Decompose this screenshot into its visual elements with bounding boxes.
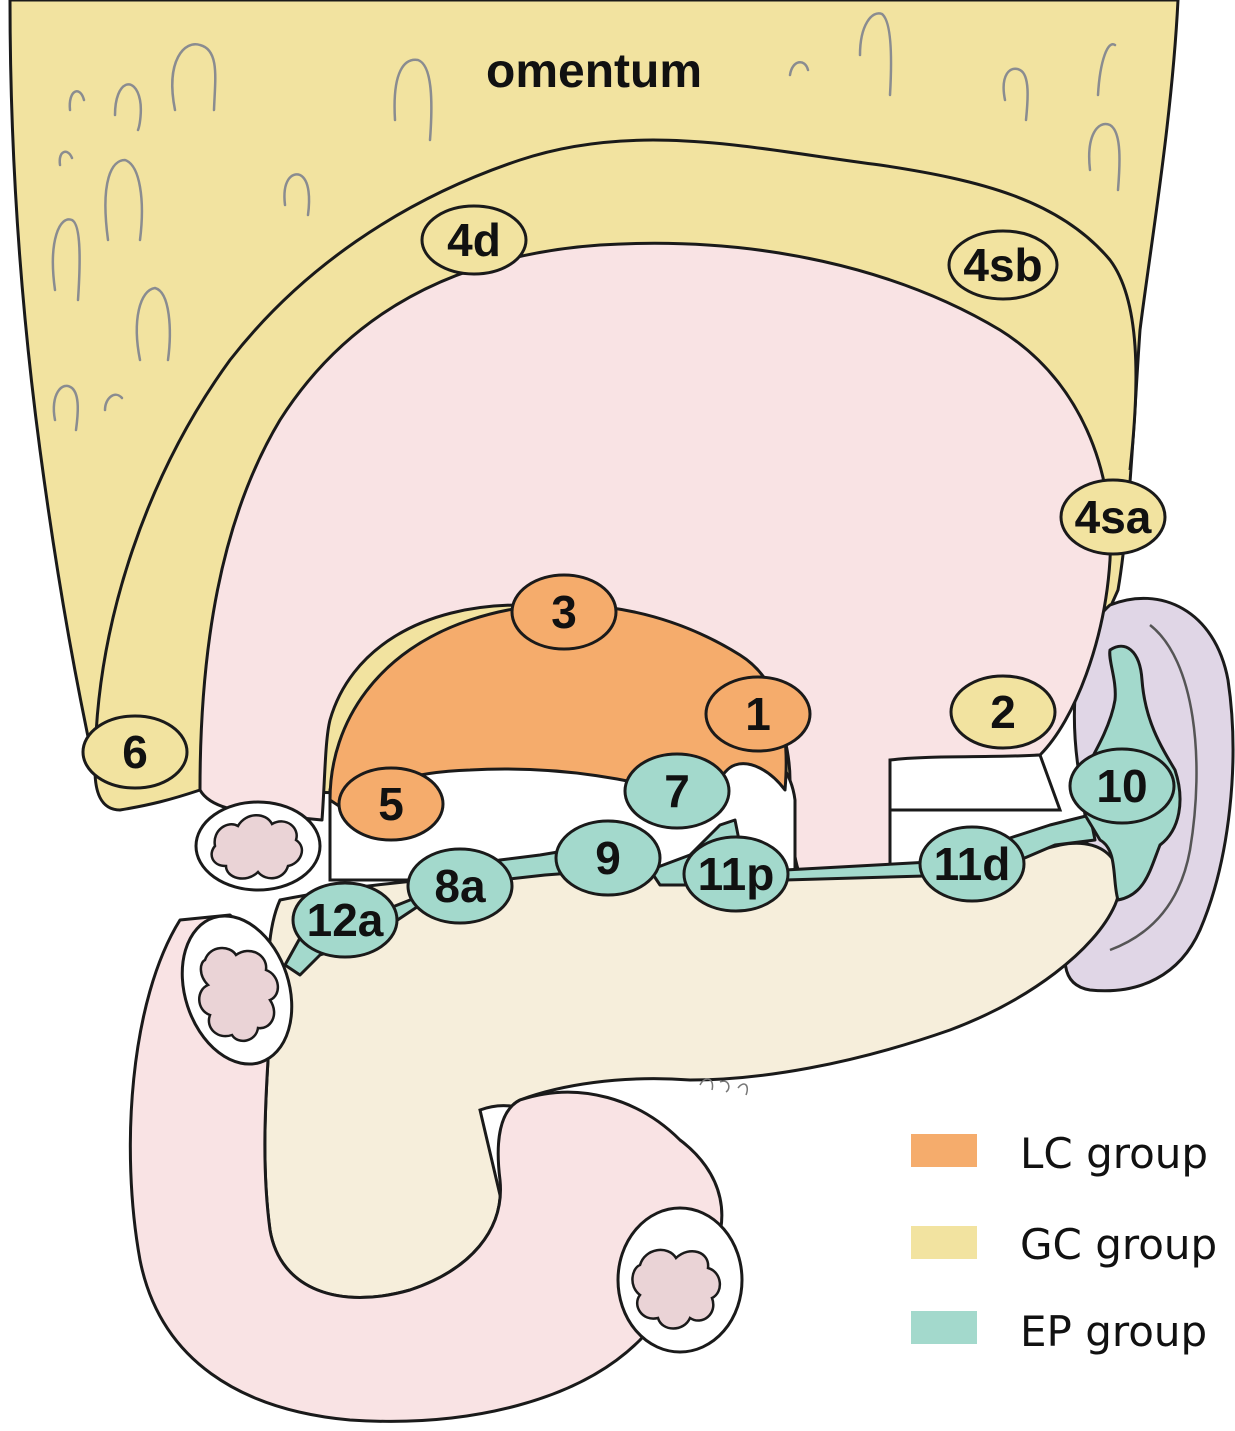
legend-swatch-ep	[911, 1311, 977, 1344]
node-11d-label: 11d	[934, 838, 1011, 890]
node-9: 9	[556, 821, 660, 895]
node-4d-label: 4d	[447, 214, 501, 266]
node-6: 6	[83, 716, 187, 788]
node-8a-label: 8a	[434, 860, 486, 912]
node-5-label: 5	[378, 778, 404, 830]
node-5: 5	[339, 768, 443, 840]
legend-label-gc: GC group	[1020, 1220, 1217, 1269]
gc-gap	[890, 755, 1060, 810]
legend: LC group GC group EP group	[911, 1129, 1217, 1356]
duodenum-lumen-lower	[618, 1208, 742, 1352]
node-11p: 11p	[684, 837, 788, 911]
legend-label-lc: LC group	[1020, 1129, 1208, 1178]
node-3: 3	[512, 575, 616, 649]
node-4sb: 4sb	[949, 231, 1057, 299]
node-9-label: 9	[595, 832, 621, 884]
node-4d: 4d	[422, 206, 526, 274]
node-7-label: 7	[664, 765, 690, 817]
node-12a: 12a	[293, 883, 397, 957]
node-4sa: 4sa	[1061, 480, 1165, 554]
node-8a: 8a	[408, 849, 512, 923]
legend-label-ep: EP group	[1020, 1307, 1207, 1356]
node-1: 1	[706, 677, 810, 751]
node-12a-label: 12a	[307, 894, 384, 946]
node-11d: 11d	[920, 827, 1024, 901]
node-10-label: 10	[1096, 760, 1147, 812]
omentum-label: omentum	[486, 45, 702, 98]
node-4sb-label: 4sb	[963, 239, 1042, 291]
node-11p-label: 11p	[698, 848, 775, 900]
signature	[700, 1079, 747, 1095]
node-1-label: 1	[745, 688, 771, 740]
node-10: 10	[1070, 749, 1174, 823]
node-6-label: 6	[122, 726, 148, 778]
node-7: 7	[625, 754, 729, 828]
legend-swatch-gc	[911, 1226, 977, 1259]
legend-swatch-lc	[911, 1134, 977, 1167]
pylorus-lumen	[196, 802, 320, 890]
node-2: 2	[951, 676, 1055, 748]
node-4sa-label: 4sa	[1075, 491, 1152, 543]
node-3-label: 3	[551, 586, 577, 638]
node-2-label: 2	[990, 686, 1016, 738]
